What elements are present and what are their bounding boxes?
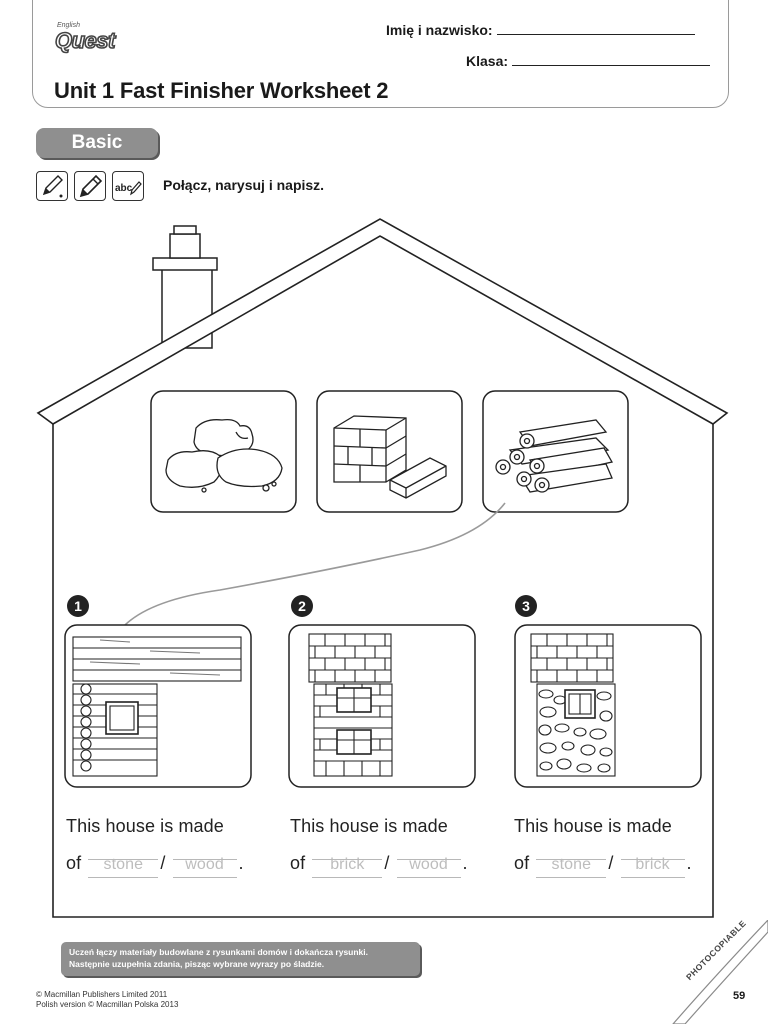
pencil-icon [74,171,106,201]
abc-pencil-icon: abc [112,171,144,201]
choice-brick[interactable]: brick [312,856,383,878]
house-3-drawing [530,633,616,777]
number-badge-1: 1 [67,595,89,617]
photocopiable-corner [672,920,768,1024]
teacher-note: Uczeń łączy materiały budowlane z rysunk… [61,942,420,976]
svg-text:2: 2 [298,598,306,614]
house-2-sentence-line2: of brick/ wood. [290,853,468,878]
stones-icon [165,418,283,493]
choice-wood[interactable]: wood [172,856,237,878]
example-connecting-line [123,502,506,627]
slash: / [608,853,614,873]
slash: / [160,853,166,873]
house-3-sentence-line1: This house is made [514,816,672,836]
of-word: of [514,853,530,873]
teacher-note-line2: Następnie uzupełnia zdania, pisząc wybra… [69,959,325,969]
chimney [152,225,218,349]
period: . [686,853,692,873]
house-walls [52,424,714,918]
name-label: Imię i nazwisko: [386,22,493,38]
instruction-text: Połącz, narysuj i napisz. [163,177,325,193]
choice-wood[interactable]: wood [396,856,461,878]
house-2-sentence-line1: This house is made [290,816,448,836]
copyright-line1: © Macmillan Publishers Limited 2011 [36,990,168,999]
house-2-drawing [308,633,393,777]
basic-tab: Basic [36,128,158,158]
logo-big-text: Quest [54,27,116,54]
pencil-dot-icon [36,171,68,201]
logo-small-text: English [57,22,80,29]
house-1-sentence-line1: This house is made [66,816,224,836]
choice-stone[interactable]: stone [536,856,607,878]
copyright: © Macmillan Publishers Limited 2011 Poli… [36,990,178,1010]
page-title: Unit 1 Fast Finisher Worksheet 2 [54,78,389,103]
choice-brick[interactable]: brick [620,856,685,878]
slash: / [384,853,390,873]
period: . [462,853,468,873]
house-3-sentence-line2: of stone/ brick. [514,853,692,878]
of-word: of [290,853,306,873]
period: . [238,853,244,873]
class-line[interactable] [512,53,711,66]
teacher-note-line1: Uczeń łączy materiały budowlane z rysunk… [69,947,369,957]
logs-icon [495,419,614,493]
bricks-icon [333,415,447,499]
name-field[interactable]: Imię i nazwisko: [386,22,695,38]
svg-text:1: 1 [74,598,82,614]
svg-text:abc: abc [115,183,133,194]
of-word: of [66,853,82,873]
number-badge-2: 2 [291,595,313,617]
copyright-line2: Polish version © Macmillan Polska 2013 [36,1000,179,1009]
number-badge-3: 3 [515,595,537,617]
choice-stone[interactable]: stone [88,856,159,878]
house-1-sentence-line2: of stone/ wood. [66,853,244,878]
house-1-drawing [72,636,242,777]
page-number: 59 [733,990,746,1002]
svg-text:3: 3 [522,598,530,614]
name-line[interactable] [496,22,695,35]
header-box [32,0,729,108]
class-label: Klasa: [466,53,509,69]
class-field[interactable]: Klasa: [466,53,711,69]
